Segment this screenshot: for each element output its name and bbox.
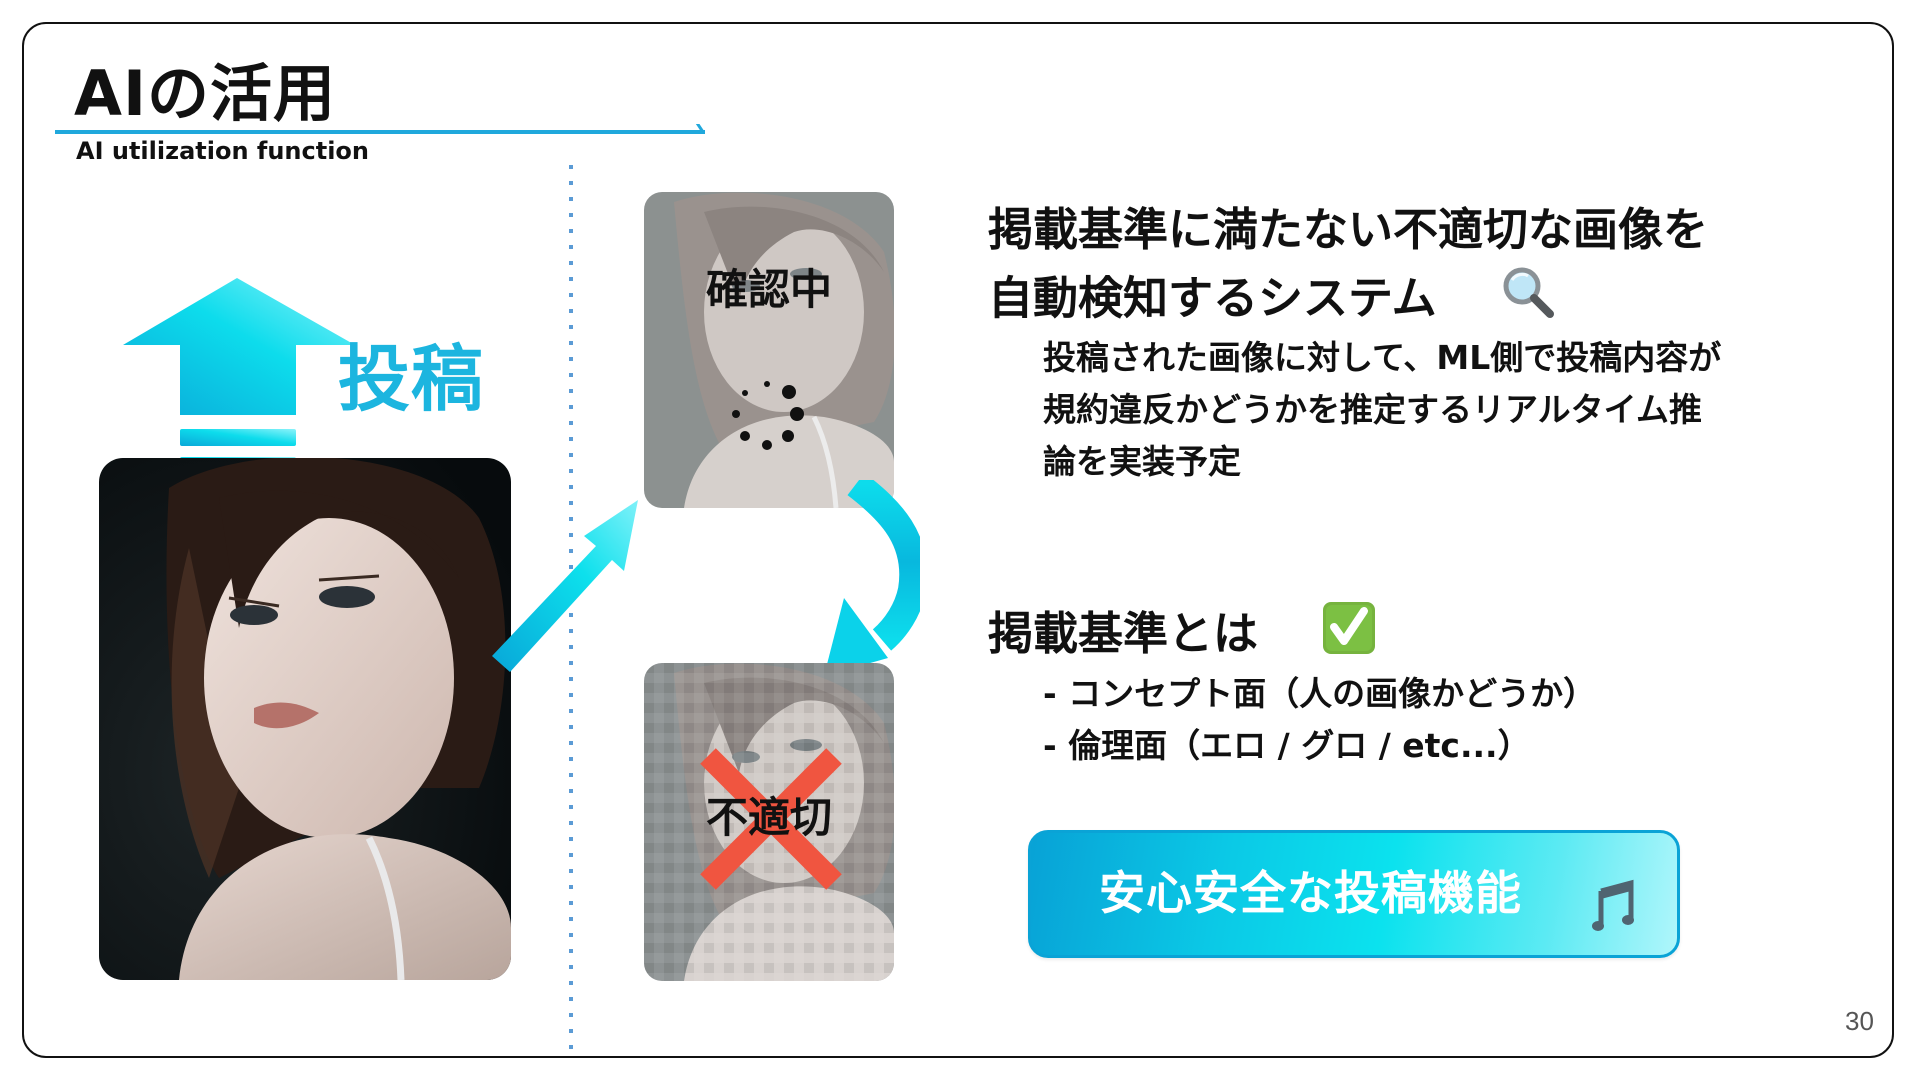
cross-icon	[700, 748, 842, 890]
criteria-heading: 掲載基準とは	[988, 600, 1376, 674]
slide-title: AIの活用	[74, 57, 337, 130]
feature-heading-text: 自動検知するシステム	[988, 271, 1437, 325]
section-divider	[569, 165, 573, 1055]
loading-spinner-icon	[732, 381, 804, 450]
safe-posting-banner: 安心安全な投稿機能	[1028, 830, 1680, 958]
page-number: 30	[1845, 1006, 1874, 1036]
rejected-label: 不適切	[705, 793, 832, 842]
description-line: 論を実装予定	[1043, 442, 1241, 481]
criteria-list: - コンセプト面（人の画像かどうか） - 倫理面（エロ / グロ / etc..…	[1043, 668, 1596, 772]
criteria-heading-text: 掲載基準とは	[988, 607, 1259, 660]
check-mark-icon	[1322, 601, 1376, 674]
rejected-image-card: 不適切	[644, 663, 894, 981]
slide-frame	[22, 22, 1894, 1058]
feature-heading-line1: 掲載基準に満たない不適切な画像を	[988, 203, 1709, 256]
description-line: 投稿された画像に対して、ML側で投稿内容が	[1043, 338, 1722, 377]
slide-subtitle: AI utilization function	[76, 137, 370, 165]
criteria-item: - コンセプト面（人の画像かどうか）	[1043, 674, 1597, 713]
description-line: 規約違反かどうかを推定するリアルタイム推	[1043, 390, 1703, 429]
uploaded-photo	[99, 458, 511, 980]
magnifier-icon	[1500, 264, 1556, 339]
checking-image-card: 確認中	[644, 192, 894, 508]
checking-label: 確認中	[705, 265, 832, 314]
music-note-icon	[1592, 879, 1634, 931]
banner-label: 安心安全な投稿機能	[1099, 866, 1522, 920]
upload-label: 投稿	[338, 337, 485, 421]
criteria-item: - 倫理面（エロ / グロ / etc...）	[1043, 726, 1531, 765]
upload-arrow-icon	[123, 278, 355, 474]
title-underline	[55, 124, 705, 134]
feature-heading-line2: 自動検知するシステム	[988, 264, 1556, 339]
feature-description: 投稿された画像に対して、ML側で投稿内容が 規約違反かどうかを推定するリアルタイ…	[1043, 332, 1823, 488]
